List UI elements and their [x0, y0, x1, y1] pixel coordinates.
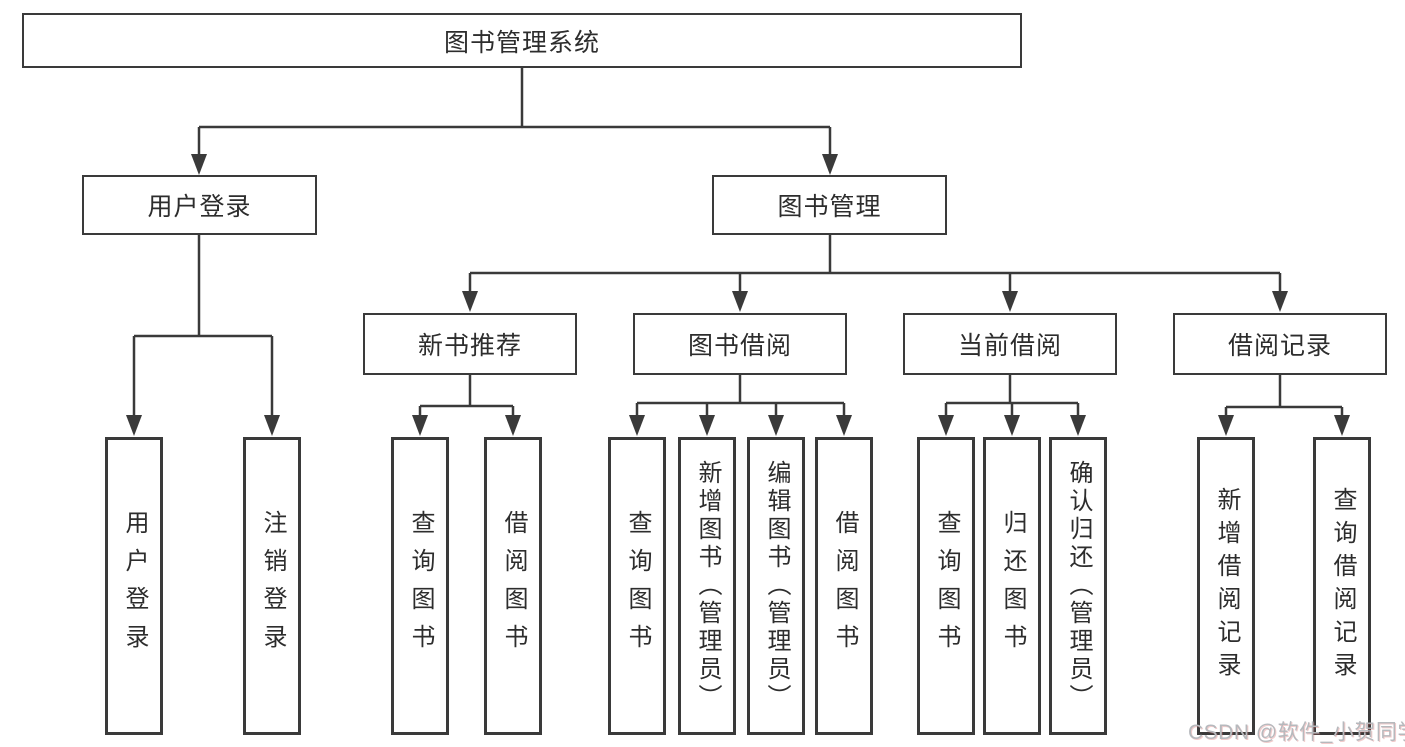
node-new-book-recommend: 新书推荐 [363, 313, 577, 375]
node-library-system: 图书管理系统 [22, 13, 1022, 68]
leaf-recommend-query-books: 查询图书 [391, 437, 449, 735]
csdn-watermark: CSDN @软件_小贺同学 [1188, 721, 1405, 744]
leaf-borrowing-edit-books-admin: 编辑图书（管理员） [747, 437, 805, 735]
leaf-recommend-borrow-books: 借阅图书 [484, 437, 542, 735]
leaf-borrowing-borrow-books: 借阅图书 [815, 437, 873, 735]
node-book-borrowing: 图书借阅 [633, 313, 847, 375]
leaf-logout-login: 注销登录 [243, 437, 301, 735]
leaf-records-query-record: 查询借阅记录 [1313, 437, 1371, 735]
leaf-user-login: 用户登录 [105, 437, 163, 735]
leaf-records-add-record: 新增借阅记录 [1197, 437, 1255, 735]
leaf-borrowing-query-books: 查询图书 [608, 437, 666, 735]
leaf-current-return-books: 归还图书 [983, 437, 1041, 735]
node-user-login: 用户登录 [82, 175, 317, 235]
node-book-management: 图书管理 [712, 175, 947, 235]
node-current-borrowing: 当前借阅 [903, 313, 1117, 375]
leaf-current-query-books: 查询图书 [917, 437, 975, 735]
node-borrowing-records: 借阅记录 [1173, 313, 1387, 375]
leaf-borrowing-add-books-admin: 新增图书（管理员） [678, 437, 736, 735]
leaf-current-confirm-return-admin: 确认归还（管理员） [1049, 437, 1107, 735]
